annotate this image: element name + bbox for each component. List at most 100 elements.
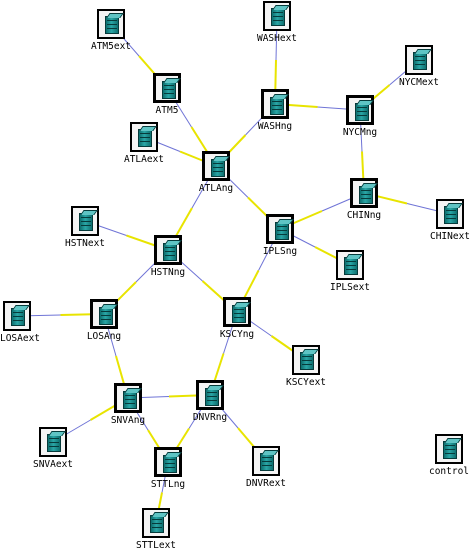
node-frame — [292, 345, 320, 375]
server-icon — [413, 52, 427, 70]
node-label: LOSAng — [86, 331, 122, 342]
node-control[interactable]: control — [429, 434, 469, 477]
node-chinext[interactable]: CHINext — [430, 199, 470, 242]
node-sttlng[interactable]: STTLng — [151, 447, 185, 490]
server-icon — [205, 388, 219, 406]
node-frame — [435, 434, 463, 464]
node-washext[interactable]: WASHext — [257, 1, 297, 44]
node-label: IPLSext — [329, 282, 371, 293]
server-icon — [105, 16, 119, 34]
node-label: DNVRng — [192, 412, 228, 423]
node-frame — [252, 446, 280, 476]
node-frame — [142, 508, 170, 538]
node-frame — [350, 178, 378, 208]
server-icon — [123, 391, 137, 409]
node-nycmng[interactable]: NYCMng — [343, 95, 377, 138]
server-icon — [211, 159, 225, 177]
server-icon — [162, 81, 176, 99]
node-frame — [436, 199, 464, 229]
node-frame — [261, 89, 289, 119]
node-nycmext[interactable]: NYCMext — [399, 45, 439, 88]
node-atm5[interactable]: ATM5 — [153, 73, 181, 116]
server-icon — [99, 307, 113, 325]
server-icon — [271, 8, 285, 26]
node-label: KSCYext — [285, 377, 327, 388]
node-atlang[interactable]: ATLAng — [199, 151, 233, 194]
server-icon — [355, 103, 369, 121]
node-kscyext[interactable]: KSCYext — [286, 345, 326, 388]
node-label: HSTNng — [150, 267, 186, 278]
node-label: CHINng — [346, 210, 382, 221]
node-dnvrng[interactable]: DNVRng — [193, 380, 227, 423]
node-label: HSTNext — [64, 238, 106, 249]
node-frame — [405, 45, 433, 75]
node-iplsext[interactable]: IPLSext — [330, 250, 370, 293]
node-frame — [130, 122, 158, 152]
server-icon — [47, 434, 61, 452]
node-label: STTLng — [150, 479, 186, 490]
node-label: CHINext — [429, 231, 471, 242]
node-frame — [223, 297, 251, 327]
node-chinng[interactable]: CHINng — [347, 178, 381, 221]
server-icon — [79, 213, 93, 231]
server-icon — [270, 97, 284, 115]
node-losaext[interactable]: LOSAext — [0, 301, 40, 344]
server-icon — [275, 222, 289, 240]
server-icon — [300, 352, 314, 370]
node-frame — [3, 301, 31, 331]
server-icon — [359, 186, 373, 204]
node-frame — [114, 383, 142, 413]
node-label: NYCMext — [398, 77, 440, 88]
node-frame — [336, 250, 364, 280]
server-icon — [344, 257, 358, 275]
node-frame — [154, 235, 182, 265]
node-label: IPLSng — [262, 246, 298, 257]
node-label: NYCMng — [342, 127, 378, 138]
node-label: WASHng — [257, 121, 293, 132]
node-frame — [90, 299, 118, 329]
server-icon — [444, 206, 458, 224]
node-losang[interactable]: LOSAng — [87, 299, 121, 342]
node-label: ATM5ext — [90, 41, 132, 52]
server-icon — [260, 453, 274, 471]
node-frame — [39, 427, 67, 457]
node-label: control — [428, 466, 470, 477]
node-label: KSCYng — [219, 329, 255, 340]
node-dnvrext[interactable]: DNVRext — [246, 446, 286, 489]
node-label: DNVRext — [245, 478, 287, 489]
node-atlaext[interactable]: ATLAext — [124, 122, 164, 165]
server-icon — [163, 455, 177, 473]
node-frame — [71, 206, 99, 236]
node-label: LOSAext — [0, 333, 41, 344]
server-icon — [138, 129, 152, 147]
server-icon — [232, 305, 246, 323]
node-kscyng[interactable]: KSCYng — [220, 297, 254, 340]
node-frame — [154, 447, 182, 477]
server-icon — [163, 243, 177, 261]
node-frame — [153, 73, 181, 103]
node-label: SNVAext — [32, 459, 74, 470]
server-icon — [150, 515, 164, 533]
node-label: ATLAext — [123, 154, 165, 165]
node-label: WASHext — [256, 33, 298, 44]
node-frame — [263, 1, 291, 31]
node-label: STTLext — [135, 540, 177, 551]
node-hstnext[interactable]: HSTNext — [65, 206, 105, 249]
node-label: ATM5 — [155, 105, 179, 116]
node-snvang[interactable]: SNVAng — [111, 383, 145, 426]
server-icon — [11, 308, 25, 326]
node-frame — [97, 9, 125, 39]
node-atm5ext[interactable]: ATM5ext — [91, 9, 131, 52]
node-frame — [266, 214, 294, 244]
node-snvaext[interactable]: SNVAext — [33, 427, 73, 470]
node-frame — [202, 151, 230, 181]
server-icon — [443, 441, 457, 459]
node-label: SNVAng — [110, 415, 146, 426]
link-layer — [16, 15, 451, 524]
node-washng[interactable]: WASHng — [258, 89, 292, 132]
node-label: ATLAng — [198, 183, 234, 194]
node-hstnng[interactable]: HSTNng — [151, 235, 185, 278]
node-frame — [196, 380, 224, 410]
node-iplsng[interactable]: IPLSng — [263, 214, 297, 257]
node-sttlext[interactable]: STTLext — [136, 508, 176, 551]
